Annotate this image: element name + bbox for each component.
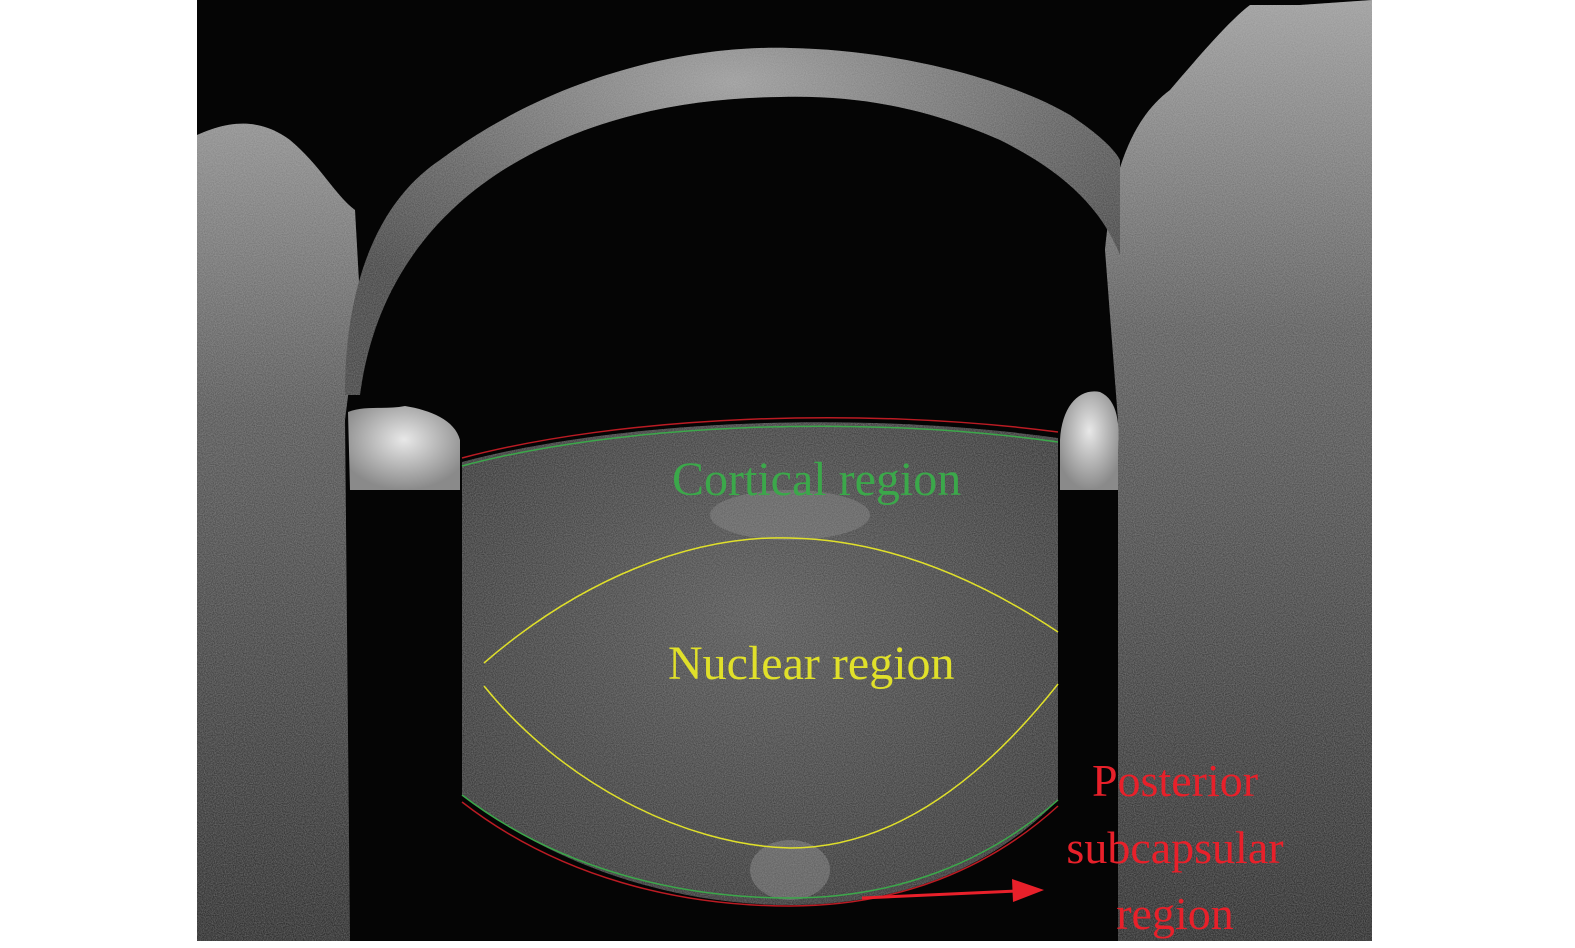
anterior-capsule-red-line bbox=[461, 416, 1059, 459]
posterior-label-line2: subcapsular bbox=[1066, 821, 1284, 873]
posterior-label-line3: region bbox=[1116, 888, 1234, 940]
cortical-region-label: Cortical region bbox=[672, 453, 962, 506]
posterior-capsule-red-line bbox=[461, 801, 1059, 907]
posterior-subcapsular-region-label: Posterior subcapsular region bbox=[1040, 748, 1310, 948]
nucleus-yellow-line bbox=[483, 537, 1059, 849]
anterior-cortex-green-line bbox=[461, 425, 1059, 467]
left-iris bbox=[348, 406, 460, 490]
right-iris bbox=[1060, 391, 1119, 490]
pointer-arrow-head bbox=[1012, 879, 1044, 902]
pointer-arrow-line bbox=[861, 889, 1019, 900]
posterior-label-line1: Posterior bbox=[1091, 755, 1259, 806]
posterior-cortex-green-line bbox=[461, 794, 1059, 899]
nuclear-region-label: Nuclear region bbox=[668, 637, 955, 690]
